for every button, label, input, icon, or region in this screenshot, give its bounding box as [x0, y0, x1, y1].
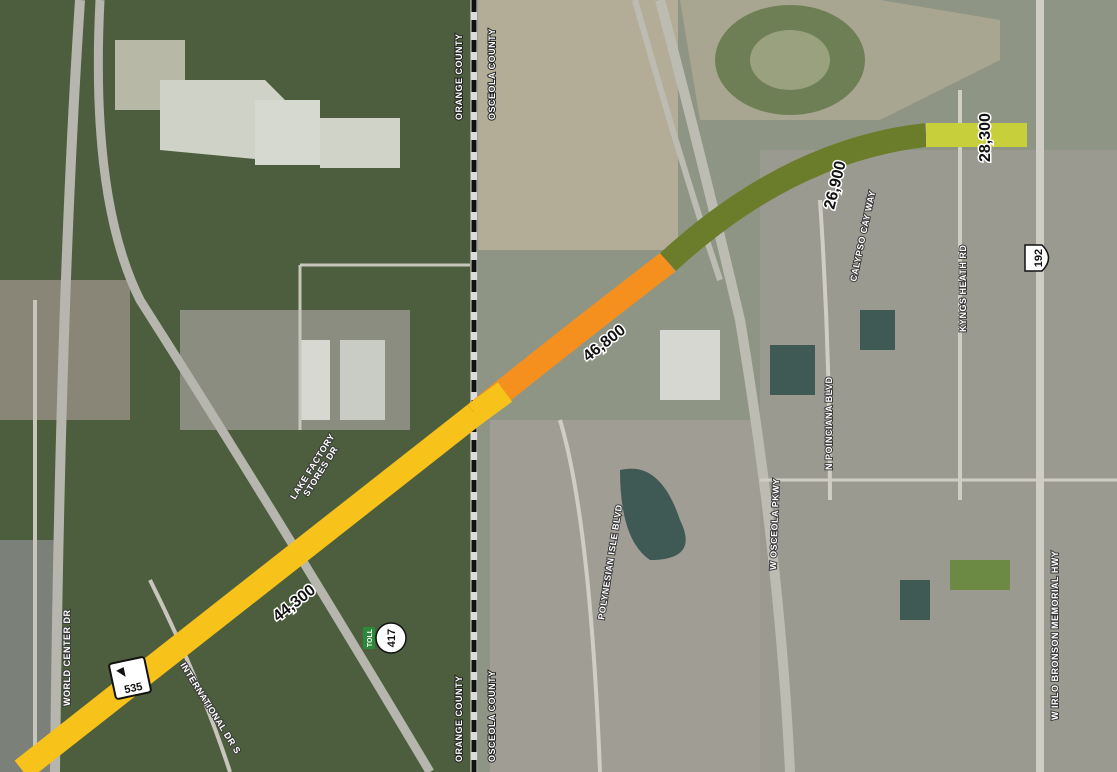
- road-label-poinciana: N POINCIANA BLVD: [824, 376, 834, 470]
- sr535-number: 535: [123, 681, 143, 697]
- lake-1: [620, 468, 686, 560]
- volume-label-28300: 28,300: [977, 113, 994, 162]
- road-label-irlo-bronson: W IRLO BRONSON MEMORIAL HWY: [1050, 551, 1060, 720]
- county-label-osceola-top: OSCEOLA COUNTY: [487, 28, 497, 120]
- osceola-pkwy: [655, 0, 795, 772]
- lake-4: [900, 580, 930, 620]
- round-field-inner: [750, 30, 830, 90]
- residential-area-2: [760, 150, 1117, 772]
- lake-3: [860, 310, 895, 350]
- toll-label: TOLL: [367, 628, 374, 647]
- polynesian-isle-blvd: [558, 419, 602, 772]
- sr417-toll-shield-icon: TOLL 417: [363, 622, 407, 654]
- segment-26900: [659, 123, 928, 271]
- highway-417: [93, 0, 434, 772]
- pond-3: [255, 100, 320, 165]
- international-dr: [148, 579, 232, 772]
- road-label-world-center: WORLD CENTER DR: [62, 610, 72, 707]
- us192-number: 192: [1033, 249, 1045, 267]
- poinciana-blvd: [818, 199, 832, 501]
- ramp-1: [632, 0, 723, 281]
- lake-2: [770, 345, 815, 395]
- mall-building-2: [340, 340, 385, 420]
- highway-1: [50, 0, 85, 772]
- sr535-shield-icon: 535: [108, 656, 152, 700]
- mall-building-1: [300, 340, 330, 420]
- big-box-store: [660, 330, 720, 400]
- us192-shield-icon: 192: [1024, 244, 1050, 272]
- county-label-osceola-bottom: OSCEOLA COUNTY: [487, 670, 497, 762]
- segment-transition: [467, 382, 513, 424]
- county-label-orange-top: ORANGE COUNTY: [454, 33, 464, 120]
- road-label-kyngs-heath: KYNGS HEATH RD: [958, 245, 968, 332]
- sr417-number: 417: [386, 629, 398, 647]
- segment-44300: [14, 404, 483, 772]
- county-label-orange-bottom: ORANGE COUNTY: [454, 675, 464, 762]
- ball-field: [950, 560, 1010, 590]
- pond-4: [320, 118, 400, 168]
- road-label-osceola-pkwy: W OSCEOLA PKWY: [768, 478, 781, 570]
